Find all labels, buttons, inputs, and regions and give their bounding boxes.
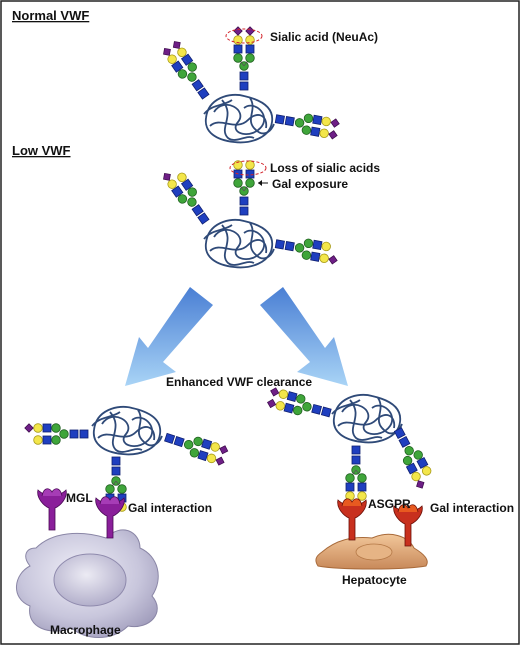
macrophage-nucleus <box>53 553 127 607</box>
hepatocyte-vwf-molecule <box>266 386 437 501</box>
hepatocyte-glycan-right <box>389 425 437 491</box>
normal-vwf-title: Normal VWF <box>12 8 89 23</box>
hepatocyte-label: Hepatocyte <box>342 573 407 587</box>
normal-polypeptide <box>203 93 275 144</box>
low-glycan-right <box>274 234 339 266</box>
gal-exposure-label: Gal exposure <box>272 177 348 191</box>
hepatocyte-glycan-down <box>346 446 367 500</box>
macrophage-label: Macrophage <box>50 623 121 637</box>
normal-vwf-molecule <box>160 26 341 144</box>
hepatocyte-nucleus <box>355 543 393 561</box>
hepatocyte-polypeptide <box>331 393 403 444</box>
clearance-arrow-right <box>260 287 348 386</box>
clearance-arrow-left <box>125 287 213 386</box>
hepatocyte-glycan-left <box>266 386 332 423</box>
sialic-acid-marker <box>225 28 263 44</box>
low-polypeptide <box>203 218 275 269</box>
gal-exposure-arrowhead <box>258 180 262 186</box>
loss-of-sialic-label: Loss of sialic acids <box>270 161 380 175</box>
loss-marker <box>229 160 267 176</box>
mgl-receptor-left <box>37 488 67 531</box>
macrophage-glycan-left <box>24 423 88 445</box>
clearance-label: Enhanced VWF clearance <box>166 375 312 389</box>
mgl-label: MGL <box>66 491 93 505</box>
macrophage-polypeptide <box>91 405 163 456</box>
macrophage-glycan-right <box>163 427 230 467</box>
macrophage-gal-interaction-label: Gal interaction <box>128 501 212 515</box>
low-glycan-top <box>234 161 255 215</box>
normal-glycan-top <box>234 26 255 90</box>
normal-glycan-right <box>274 109 341 141</box>
normal-glycan-left <box>160 38 214 103</box>
low-vwf-title: Low VWF <box>12 143 71 158</box>
sialic-acid-label: Sialic acid (NeuAc) <box>270 30 378 44</box>
hepatocyte-gal-interaction-label: Gal interaction <box>430 501 514 515</box>
asgpr-label: ASGPR <box>368 497 411 511</box>
asgpr-receptor-left <box>337 498 367 541</box>
low-glycan-left <box>160 170 214 228</box>
macrophage-cell <box>16 529 159 638</box>
